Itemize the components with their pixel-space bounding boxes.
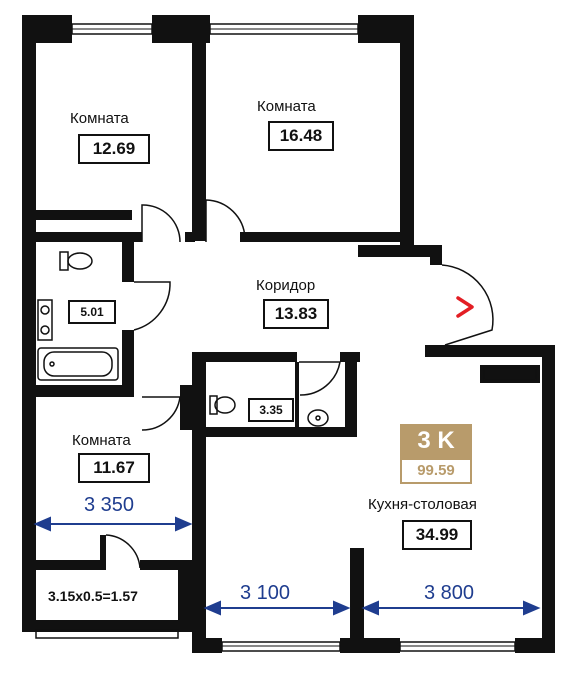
wall-right-room2 — [400, 15, 414, 255]
room-top-center-name: Комната — [257, 98, 316, 115]
wall-wc-right — [345, 352, 357, 437]
corridor-name: Коридор — [256, 277, 316, 294]
entrance-arrow-icon — [456, 296, 474, 318]
toilet-icon — [209, 395, 236, 415]
room-top-center-area: 16.48 — [268, 121, 334, 151]
wall-left-upper — [22, 15, 36, 243]
wc-area: 3.35 — [248, 398, 294, 422]
sink-icon — [37, 299, 53, 341]
wall-corridor-right-b — [430, 245, 442, 265]
toilet-icon — [59, 251, 93, 271]
door-entrance — [441, 264, 494, 346]
door-room1 — [141, 204, 181, 243]
balcony-label: 3.15x0.5=1.57 — [48, 588, 138, 604]
wall-wc-top — [192, 352, 297, 362]
wall-kitchen-partition — [350, 548, 364, 653]
wall-under-room2 — [240, 232, 414, 242]
wall-left-lower — [22, 395, 36, 567]
sink-icon — [307, 409, 329, 427]
corridor-area: 13.83 — [263, 299, 329, 329]
wall-balcony-bottom — [22, 620, 192, 632]
wall-right-outer — [445, 345, 555, 357]
wall-corridor-right — [358, 245, 442, 257]
door-room3 — [141, 396, 181, 431]
bathtub-icon — [37, 347, 119, 381]
wall-bath-right-b — [122, 330, 134, 388]
wall-top-right — [358, 15, 408, 43]
wall-room-divider — [192, 15, 206, 241]
room-bottom-left-name: Комната — [72, 432, 131, 449]
wall-kitchen-bottom-left — [192, 638, 222, 653]
wall-wc-bottom — [192, 427, 357, 437]
walls — [22, 15, 555, 653]
door-bath — [133, 281, 171, 331]
bathroom-area: 5.01 — [68, 300, 116, 324]
window-balcony — [35, 629, 179, 639]
apartment-total-area: 99.59 — [400, 458, 472, 484]
wall-room3-bottom-b — [140, 560, 192, 570]
wall-room3-door-jamb — [100, 535, 106, 570]
window-niche — [483, 367, 537, 381]
kitchen-area: 34.99 — [402, 520, 472, 550]
door-balcony — [105, 534, 141, 569]
wall-under-room1-b — [22, 232, 142, 242]
wall-stub-doors — [185, 232, 195, 242]
door-room2 — [205, 199, 246, 242]
dim-kitchen-left-width: 3 100 — [240, 582, 291, 604]
wall-under-bath-b — [180, 385, 192, 430]
dimension-lines — [33, 516, 541, 616]
wall-entrance-lower — [425, 345, 445, 357]
wall-under-room1 — [22, 210, 132, 220]
kitchen-name: Кухня-столовая — [368, 496, 477, 513]
window-mids — [72, 28, 515, 647]
room-top-left-area: 12.69 — [78, 134, 150, 164]
wall-wc-divider — [295, 362, 299, 427]
dim-left-room-width: 3 350 — [84, 494, 135, 516]
door-wc — [299, 361, 341, 396]
wall-room3-bottom — [22, 560, 102, 570]
room-bottom-left-area: 11.67 — [78, 453, 150, 483]
wall-kitchen-bottom-mid — [340, 638, 400, 653]
wall-right-kitchen — [542, 345, 555, 653]
wall-kitchen-left — [192, 352, 206, 652]
dim-kitchen-right-width: 3 800 — [424, 582, 475, 604]
doors — [105, 199, 494, 569]
wall-balcony-left — [22, 560, 36, 630]
wall-left-mid — [22, 238, 36, 398]
wall-balcony-right — [178, 560, 192, 630]
wall-bath-right — [122, 242, 134, 282]
wall-kitchen-niche — [480, 365, 540, 383]
apartment-type-badge: 3 K — [400, 424, 472, 458]
wall-kitchen-bottom-right — [515, 638, 555, 653]
wall-under-bath — [22, 385, 134, 397]
room-top-left-name: Комната — [70, 110, 129, 127]
